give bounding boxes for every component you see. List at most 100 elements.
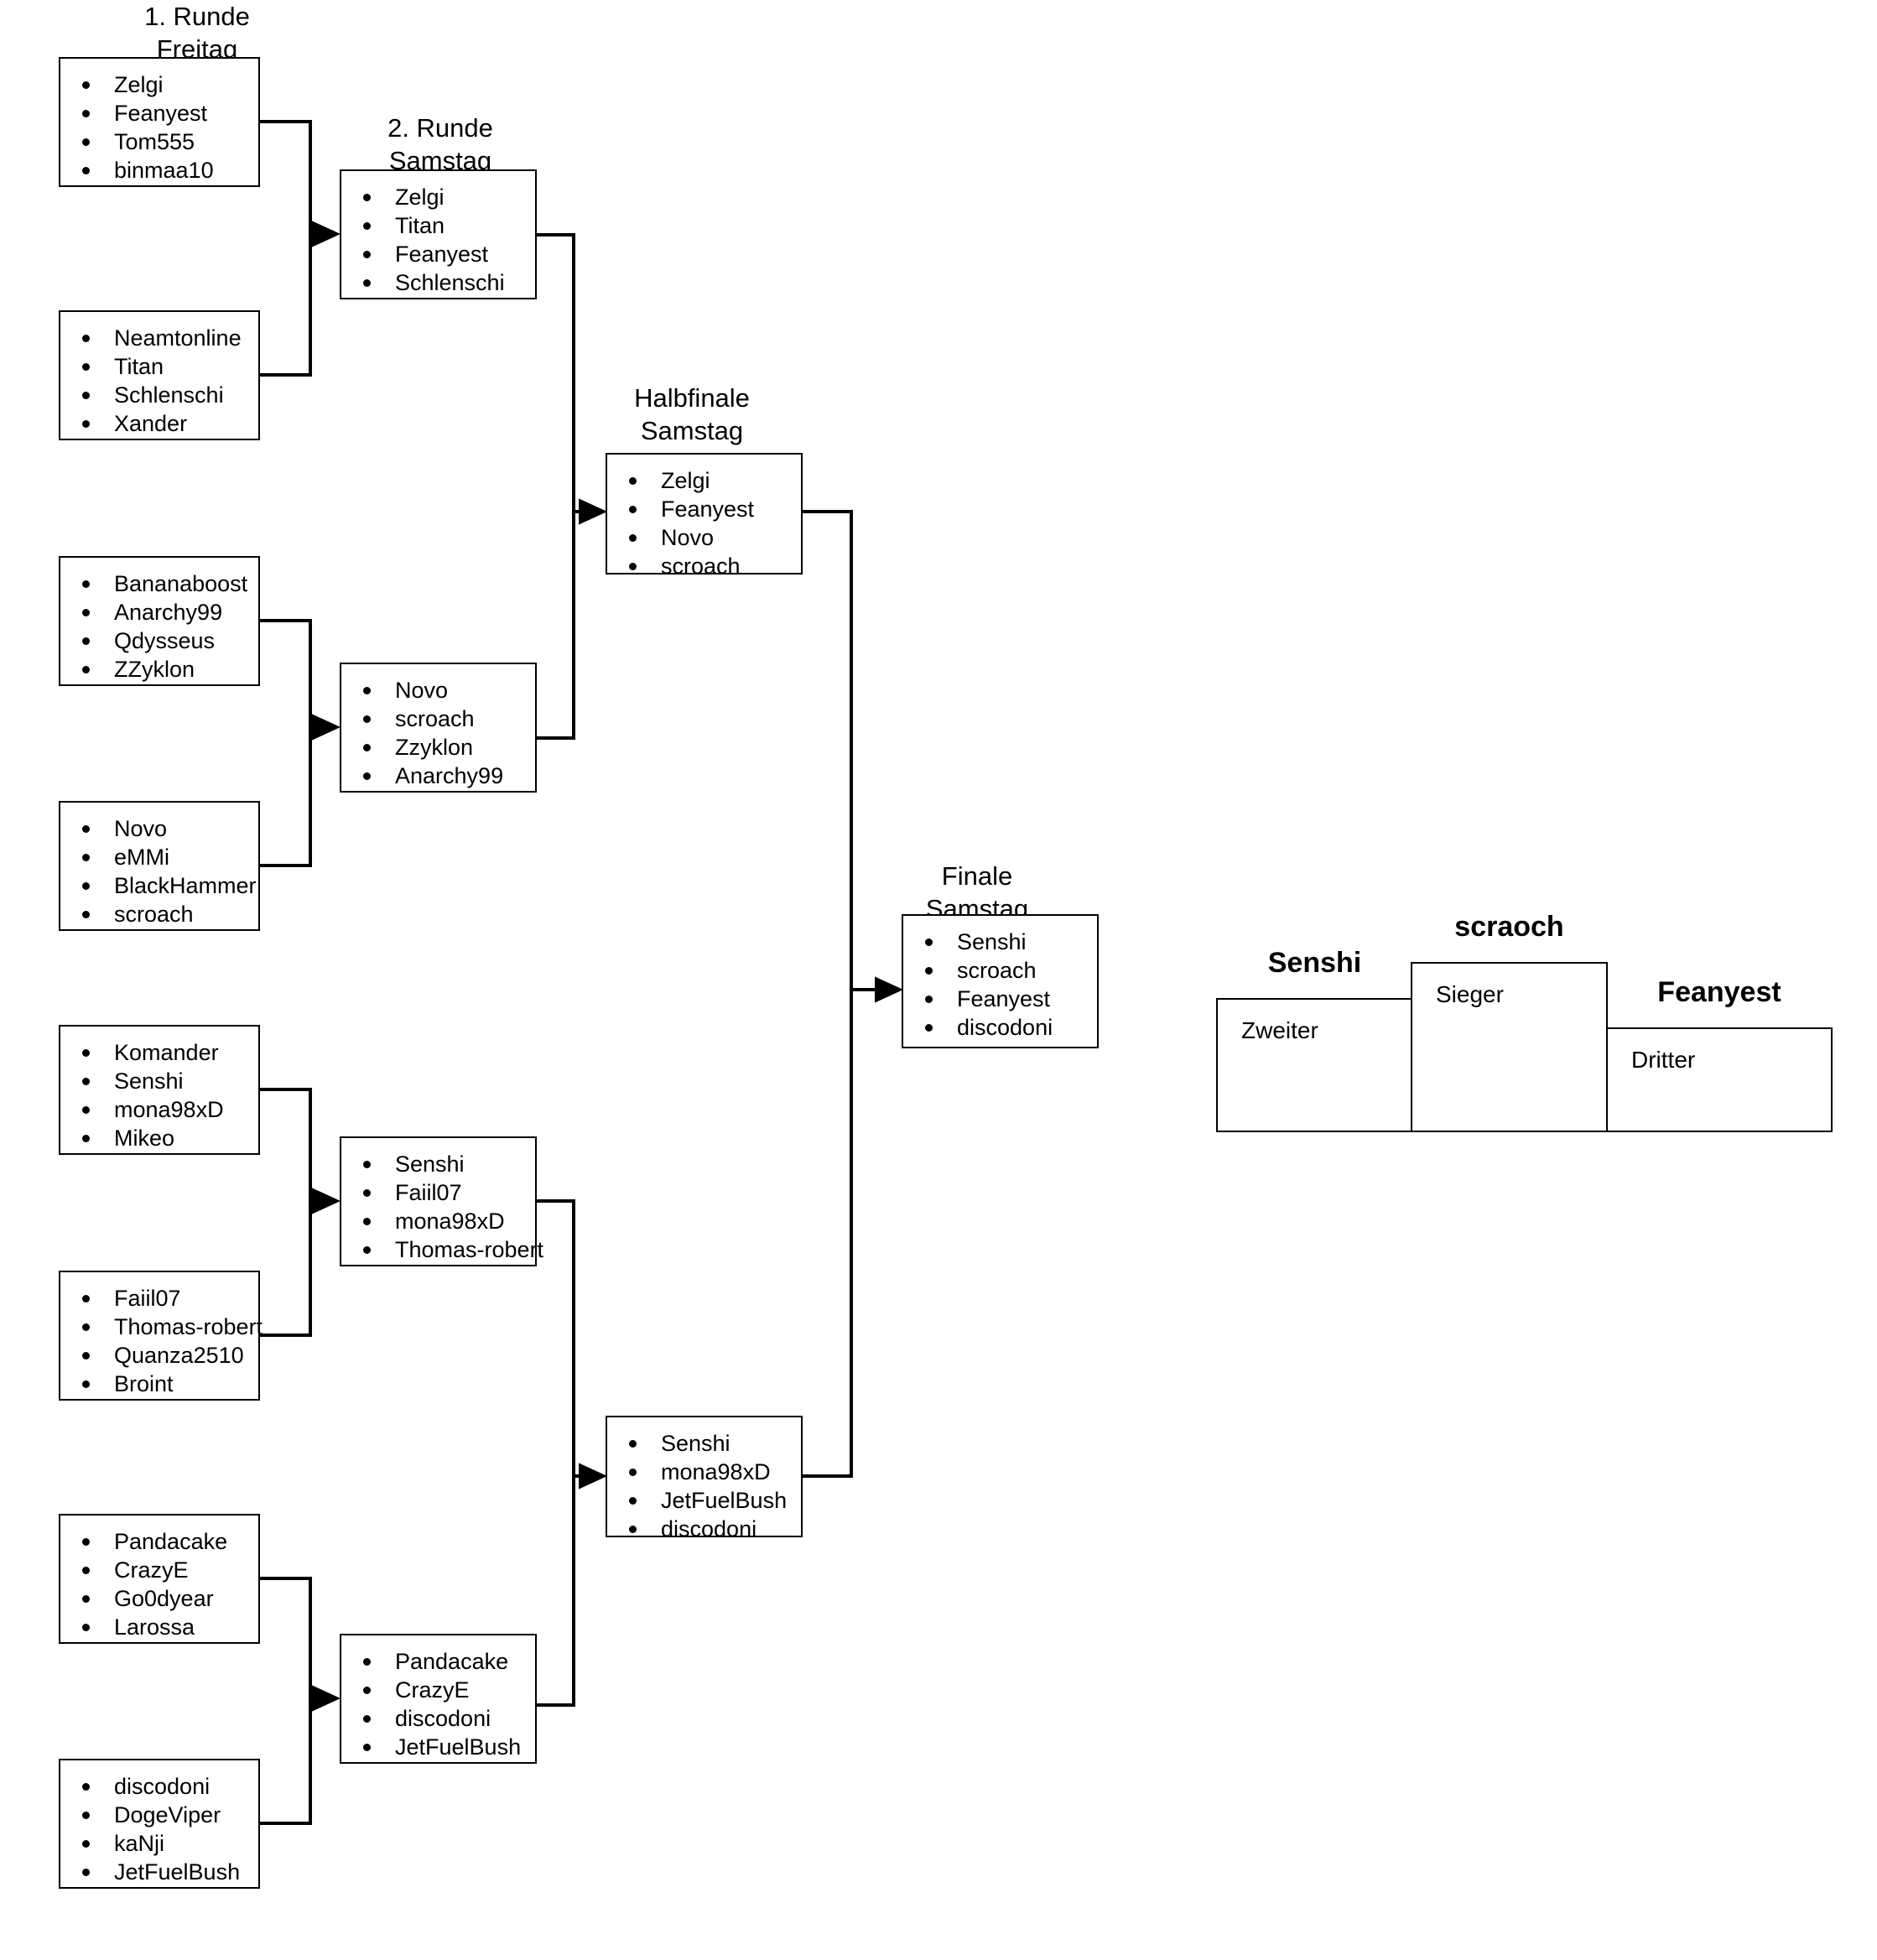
connector-r1g7-r1g8 <box>260 1577 312 1825</box>
team-item: Broint <box>60 1370 258 1398</box>
team-item: discodoni <box>903 1013 1097 1042</box>
team-item: Quanza2510 <box>60 1341 258 1370</box>
podium-rank-third: Dritter <box>1631 1047 1696 1073</box>
team-item: scroach <box>341 704 535 733</box>
podium-block-second <box>1216 998 1413 1132</box>
team-item: CrazyE <box>60 1556 258 1584</box>
team-item: Pandacake <box>60 1527 258 1556</box>
team-item: Senshi <box>607 1429 801 1458</box>
team-item: Bananaboost <box>60 569 258 598</box>
team-item: discodoni <box>607 1515 801 1543</box>
round-label-round2: 2. Runde Samstag <box>387 113 493 175</box>
team-item: scroach <box>60 900 258 928</box>
team-item: BlackHammer <box>60 871 258 900</box>
team-item: scroach <box>607 552 801 580</box>
team-item: Mikeo <box>60 1124 258 1152</box>
connector-r1g5-r1g6 <box>260 1088 312 1337</box>
team-item: mona98xD <box>607 1458 801 1486</box>
connector-r1g3-r1g4 <box>260 619 312 867</box>
team-item: ZZyklon <box>60 655 258 684</box>
team-item: Novo <box>60 814 258 843</box>
connector-r2g1-r2g2 <box>537 233 575 740</box>
team-item: Zelgi <box>341 183 535 211</box>
team-item: binmaa10 <box>60 156 258 185</box>
team-item: JetFuelBush <box>341 1733 535 1761</box>
team-item: discodoni <box>341 1704 535 1733</box>
team-item: Senshi <box>341 1150 535 1178</box>
team-item: Larossa <box>60 1613 258 1641</box>
round-label-semifinal: Halbfinale Samstag <box>634 383 750 445</box>
team-item: Zelgi <box>607 466 801 495</box>
team-item: Go0dyear <box>60 1584 258 1613</box>
podium-block-third <box>1606 1027 1833 1132</box>
team-item: Zelgi <box>60 70 258 99</box>
team-item: Feanyest <box>903 985 1097 1013</box>
team-item: Thomas-robert <box>341 1235 543 1264</box>
team-item: DogeViper <box>60 1801 258 1829</box>
team-item: Titan <box>60 352 258 381</box>
team-item: Komander <box>60 1038 258 1067</box>
team-item: scroach <box>903 956 1097 985</box>
team-item: Thomas-robert <box>60 1313 263 1341</box>
team-item: Anarchy99 <box>341 762 535 790</box>
team-item: Senshi <box>60 1067 258 1095</box>
podium-name-third: Feanyest <box>1657 976 1781 1008</box>
podium-name-first: scraoch <box>1454 911 1564 943</box>
team-item: Neamtonline <box>60 324 258 352</box>
team-item: Schlenschi <box>60 381 258 409</box>
team-item: Titan <box>341 211 535 240</box>
team-item: kaNji <box>60 1829 258 1858</box>
team-item: Feanyest <box>60 99 258 127</box>
connector-r1g1-r1g2 <box>260 120 312 377</box>
round-label-round1: 1. Runde Freitag <box>144 2 250 64</box>
podium-name-second: Senshi <box>1267 947 1362 979</box>
team-item: Feanyest <box>607 495 801 523</box>
team-item: mona98xD <box>60 1095 258 1124</box>
connector-r2g3-r2g4 <box>537 1199 575 1707</box>
team-item: JetFuelBush <box>60 1858 258 1886</box>
team-item: Novo <box>607 523 801 552</box>
team-item: Tom555 <box>60 127 258 156</box>
team-item: CrazyE <box>341 1676 535 1704</box>
team-item: Anarchy99 <box>60 598 258 626</box>
team-item: Novo <box>341 676 535 704</box>
team-item: Qdysseus <box>60 626 258 655</box>
team-item: Zzyklon <box>341 733 535 762</box>
team-item: Faiil07 <box>60 1284 258 1313</box>
team-item: Feanyest <box>341 240 535 268</box>
team-item: discodoni <box>60 1772 258 1801</box>
team-item: Senshi <box>903 928 1097 956</box>
connector-sf1-sf2 <box>803 510 853 1478</box>
podium-rank-first: Sieger <box>1436 981 1504 1007</box>
team-item: Schlenschi <box>341 268 535 297</box>
podium-rank-second: Zweiter <box>1241 1017 1318 1043</box>
